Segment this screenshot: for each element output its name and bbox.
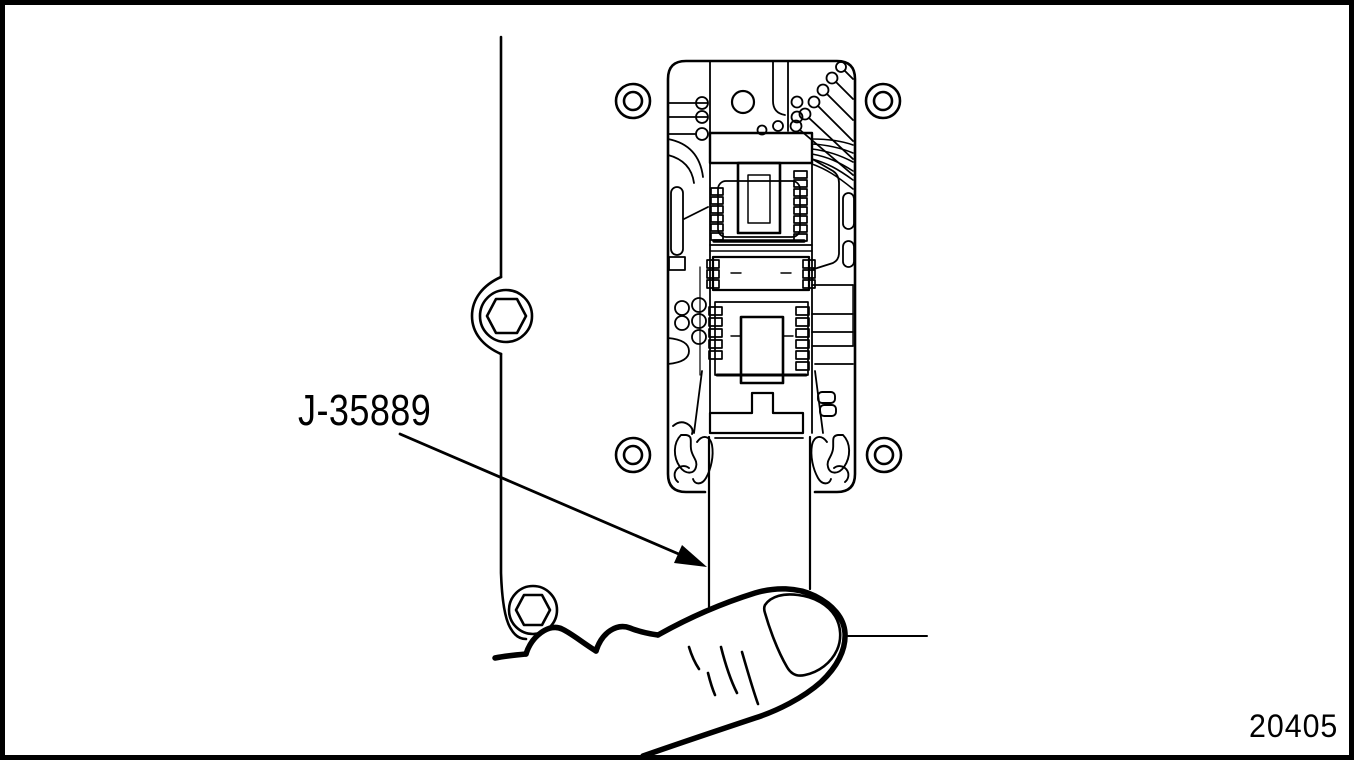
mounting-plate-edge — [470, 35, 528, 641]
board-clip-left — [672, 421, 714, 485]
hex-bolt-lower — [507, 584, 559, 636]
thumb-outline — [492, 586, 848, 755]
thumb — [492, 586, 848, 755]
circuit-board-module — [614, 59, 903, 494]
bottom-connector — [693, 370, 824, 439]
figure-number: 20405 — [1249, 708, 1339, 744]
chip-upper — [709, 161, 813, 246]
hex-bolt-upper — [478, 288, 534, 344]
fingernail — [762, 593, 842, 677]
chip-middle — [706, 255, 816, 292]
board-outline — [666, 59, 857, 494]
knuckle-crease-lines — [687, 645, 760, 706]
circuit-traces-left — [667, 96, 709, 376]
circuit-traces-right — [811, 159, 855, 365]
tool-callout-label: J-35889 — [298, 386, 432, 435]
circuit-traces-top — [730, 61, 804, 136]
figure-canvas — [398, 35, 928, 755]
knuckle-bump-2 — [593, 624, 661, 654]
mounting-holes — [614, 82, 903, 474]
callout-arrow — [398, 432, 707, 567]
chip-lower — [708, 301, 810, 385]
connector-bar — [708, 131, 854, 190]
board-columns — [709, 61, 813, 434]
board-clip-right — [810, 391, 851, 485]
knuckle-bump-1 — [523, 624, 599, 657]
ribbon-cable — [707, 435, 812, 609]
